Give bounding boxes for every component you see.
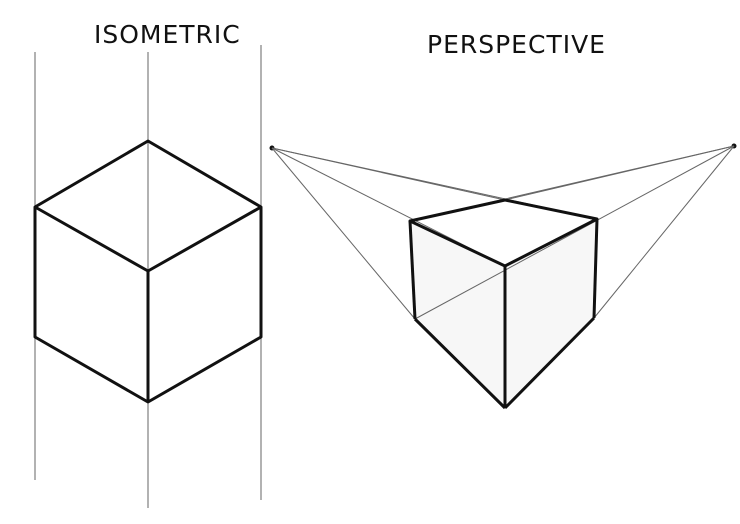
isometric-cube-group: [33, 45, 263, 508]
perspective-title: PERSPECTIVE: [427, 30, 606, 59]
perspective-cube-group: [269, 143, 737, 410]
isometric-title: ISOMETRIC: [94, 20, 241, 49]
persp-left-face: [410, 221, 505, 408]
persp-right-face: [505, 219, 597, 408]
persp-guides-right: [409, 145, 735, 320]
persp-cube-edges: [408, 198, 599, 410]
